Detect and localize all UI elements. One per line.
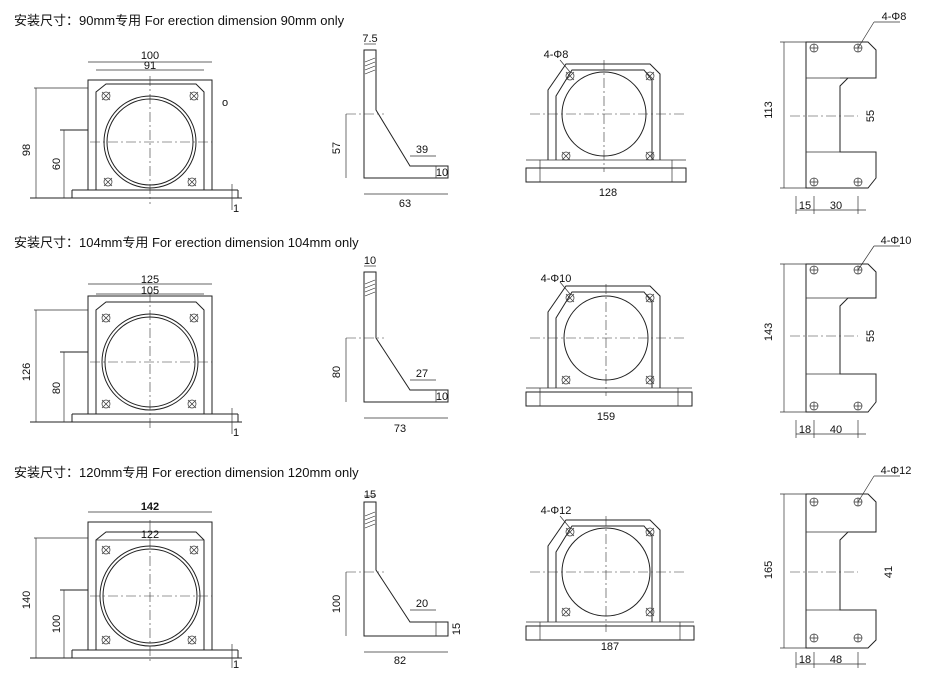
side-view-3: 15 100 20 15 82 xyxy=(331,489,463,667)
dim-front-outer-1: 100 xyxy=(141,50,159,62)
dim-plate-edge-1: 15 xyxy=(799,200,811,212)
dim-side-foot-2: 27 xyxy=(416,368,428,380)
dim-front-inner-1: 91 xyxy=(144,60,156,72)
row-2-drawings: 125 105 126 80 1 10 80 27 10 73 xyxy=(21,235,911,439)
dim-side-foot-3: 20 xyxy=(416,598,428,610)
front-view-2: 125 105 126 80 1 xyxy=(21,274,242,439)
side-view-1: 7.5 57 39 10 63 xyxy=(331,33,449,210)
dim-side-height-2: 80 xyxy=(331,366,343,378)
row-2-title: 安装尺寸：104mm专用 For erection dimension 104m… xyxy=(14,235,359,250)
dim-plate-height-1: 113 xyxy=(763,101,775,119)
small-circle-mark: o xyxy=(222,97,228,109)
label-plate-holes-2: 4-Φ10 xyxy=(881,235,912,247)
label-plate-holes-3: 4-Φ12 xyxy=(881,465,912,477)
dim-side-height-1: 57 xyxy=(331,142,343,154)
dim-front-outer-3: 142 xyxy=(141,501,159,513)
dim-side-thickness-2: 10 xyxy=(436,391,448,403)
dim-side-top-1: 7.5 xyxy=(362,33,377,45)
plate-view-1: 4-Φ8 113 55 15 30 xyxy=(763,11,906,214)
dim-front-center-3: 100 xyxy=(51,615,63,633)
label-bottom-holes-1: 4-Φ8 xyxy=(544,49,569,61)
dim-front-one-1: 1 xyxy=(233,203,239,215)
dim-front-outer-2: 125 xyxy=(141,274,159,286)
dim-plate-pitch-2: 40 xyxy=(830,424,842,436)
dim-bottom-width-2: 159 xyxy=(597,411,615,423)
dim-front-height-1: 98 xyxy=(21,144,33,156)
dim-plate-height-3: 165 xyxy=(763,561,775,579)
dim-plate-height-2: 143 xyxy=(763,323,775,341)
row-3-drawings: 142 122 140 100 1 15 100 20 15 82 xyxy=(21,465,911,671)
dim-side-top-3: 15 xyxy=(364,489,376,501)
dim-side-height-3: 100 xyxy=(331,595,343,613)
dim-side-base-1: 63 xyxy=(399,198,411,210)
row-3-title: 安装尺寸：120mm专用 For erection dimension 120m… xyxy=(14,465,359,480)
dim-side-thickness-1: 10 xyxy=(436,167,448,179)
dim-front-center-1: 60 xyxy=(51,158,63,170)
plate-view-3: 4-Φ12 165 41 18 48 xyxy=(763,465,911,668)
row-1-drawings: 100 91 98 60 1 o 7.5 57 39 10 63 xyxy=(21,11,906,215)
dim-plate-inner-2: 55 xyxy=(865,330,877,342)
dim-front-inner-3: 122 xyxy=(141,529,159,541)
dim-side-thickness-3: 15 xyxy=(451,623,463,635)
plate-view-2: 4-Φ10 143 55 18 40 xyxy=(763,235,911,438)
dim-plate-edge-3: 18 xyxy=(799,654,811,666)
dim-front-one-2: 1 xyxy=(233,427,239,439)
dim-bottom-width-1: 128 xyxy=(599,187,617,199)
dim-side-base-2: 73 xyxy=(394,423,406,435)
label-bottom-holes-3: 4-Φ12 xyxy=(541,505,572,517)
bottom-view-2: 4-Φ10 159 xyxy=(525,273,693,423)
label-plate-holes-1: 4-Φ8 xyxy=(882,11,907,23)
dim-bottom-width-3: 187 xyxy=(601,641,619,653)
dim-side-base-3: 82 xyxy=(394,655,406,667)
dim-plate-edge-2: 18 xyxy=(799,424,811,436)
side-view-2: 10 80 27 10 73 xyxy=(331,255,449,435)
dim-front-height-3: 140 xyxy=(21,591,33,609)
dim-front-inner-2: 105 xyxy=(141,285,159,297)
bottom-view-1: 4-Φ8 128 xyxy=(525,49,687,199)
bottom-view-3: 4-Φ12 187 xyxy=(525,505,695,653)
dim-front-one-3: 1 xyxy=(233,659,239,671)
label-bottom-holes-2: 4-Φ10 xyxy=(541,273,572,285)
row-1-title: 安装尺寸：90mm专用 For erection dimension 90mm … xyxy=(14,13,345,28)
front-view-1: 100 91 98 60 1 o xyxy=(21,50,242,215)
dim-front-height-2: 126 xyxy=(21,363,33,381)
dim-plate-pitch-3: 48 xyxy=(830,654,842,666)
dim-front-center-2: 80 xyxy=(51,382,63,394)
dim-side-top-2: 10 xyxy=(364,255,376,267)
front-view-3: 142 122 140 100 1 xyxy=(21,501,242,671)
dim-plate-inner-1: 55 xyxy=(865,110,877,122)
dim-plate-pitch-1: 30 xyxy=(830,200,842,212)
dim-side-foot-1: 39 xyxy=(416,144,428,156)
dim-plate-inner-3: 41 xyxy=(883,566,895,578)
